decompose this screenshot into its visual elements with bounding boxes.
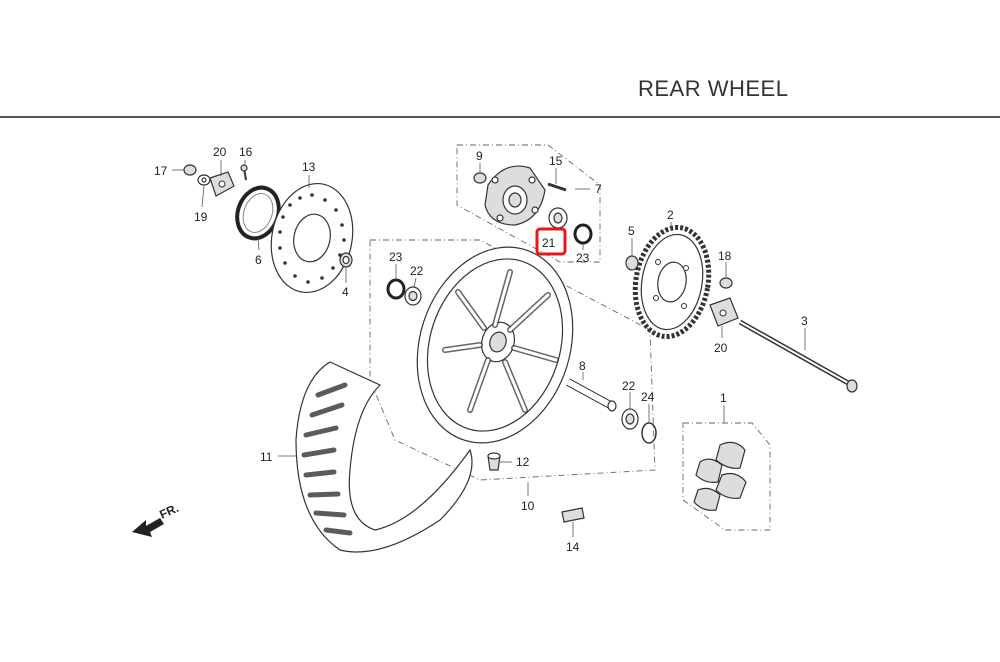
- part-13-brake-disc: [270, 182, 354, 294]
- part-17-bolt: [183, 164, 197, 176]
- callout-11: 11: [260, 450, 273, 464]
- callout-12: 12: [516, 455, 530, 469]
- part-21-bearing: [548, 207, 568, 229]
- callout-18: 18: [718, 249, 732, 263]
- callout-20-right: 20: [714, 341, 728, 355]
- leader-lines: [172, 160, 806, 537]
- part-2-sprocket: [632, 224, 712, 340]
- part-14-balance-weight: [561, 507, 585, 523]
- part-23-seal-upper: [573, 223, 593, 245]
- callout-5: 5: [628, 224, 635, 238]
- callout-13: 13: [302, 160, 316, 174]
- callout-15: 15: [549, 154, 563, 168]
- callout-10: 10: [521, 499, 535, 513]
- part-12-valve: [487, 452, 501, 471]
- part-22-bearing-right: [621, 408, 639, 430]
- callout-14: 14: [566, 540, 580, 554]
- callout-8: 8: [579, 359, 586, 373]
- hub-assembly-outline: [456, 144, 601, 263]
- callout-4: 4: [342, 285, 349, 299]
- part-9-nut: [473, 172, 487, 184]
- callout-7: 7: [595, 182, 602, 196]
- part-16-pin: [240, 164, 248, 181]
- callout-2: 2: [667, 208, 674, 222]
- part-18-nut: [719, 277, 733, 289]
- part-22-bearing-left: [404, 286, 422, 306]
- part-5-collar: [625, 255, 639, 271]
- callout-22-left: 22: [410, 264, 424, 278]
- callout-20: 20: [213, 145, 227, 159]
- part-20-adjuster-right: [709, 297, 739, 327]
- part-1-damper-rubbers: [693, 441, 747, 511]
- part-23-seal-lower: [386, 278, 406, 300]
- callout-3: 3: [801, 314, 808, 328]
- callout-22-right: 22: [622, 379, 636, 393]
- callout-24: 24: [641, 390, 655, 404]
- page-title: REAR WHEEL: [638, 76, 789, 101]
- part-7-hub-flange: [484, 165, 546, 226]
- part-3-axle: [738, 319, 858, 393]
- header-divider: [0, 116, 1000, 118]
- front-direction-label: FR.: [157, 501, 180, 522]
- callout-9: 9: [476, 149, 483, 163]
- callout-23-lower: 23: [389, 250, 403, 264]
- callout-21-highlight-box: [535, 227, 567, 256]
- callout-17: 17: [154, 164, 168, 178]
- callout-6: 6: [255, 253, 262, 267]
- damper-assembly-outline: [682, 422, 771, 531]
- callout-21: 21: [542, 236, 556, 250]
- part-15-stud: [547, 182, 567, 192]
- callout-19: 19: [194, 210, 208, 224]
- part-8-spacer: [566, 378, 617, 412]
- part-20-adjuster-left: [209, 171, 235, 197]
- callout-23-upper: 23: [576, 251, 590, 265]
- part-19-washer: [197, 174, 211, 186]
- callout-16: 16: [239, 145, 253, 159]
- callout-1: 1: [720, 391, 727, 405]
- part-10-wheel: [416, 246, 574, 444]
- front-direction-arrow-icon: [132, 518, 164, 537]
- part-11-tire: [295, 361, 473, 553]
- part-4-collar: [339, 252, 353, 268]
